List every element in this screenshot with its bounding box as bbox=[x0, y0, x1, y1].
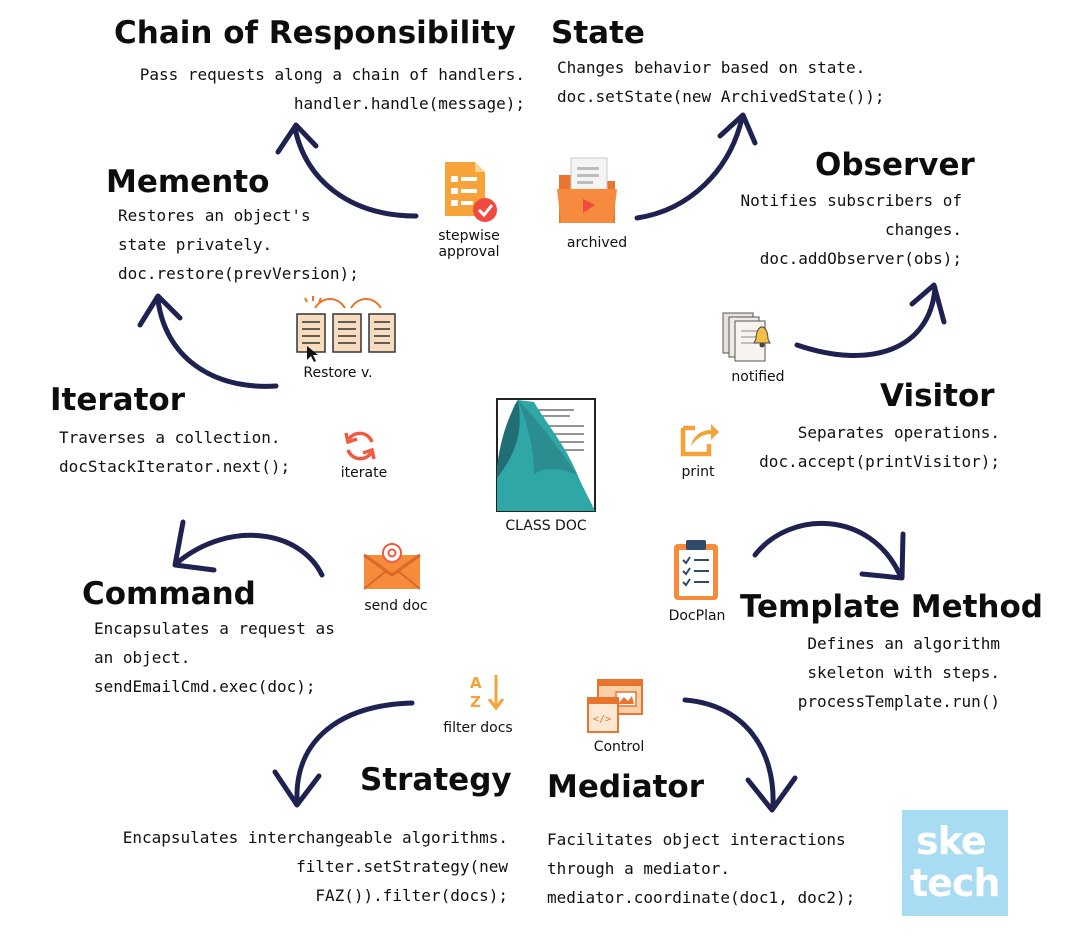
sketech-logo: ske tech bbox=[902, 810, 1008, 916]
template-line-2: skeleton with steps. bbox=[807, 663, 1000, 682]
archive-folder-icon bbox=[557, 157, 617, 223]
svg-text:</>: </> bbox=[593, 714, 611, 725]
state-line-2: doc.setState(new ArchivedState()); bbox=[557, 87, 885, 106]
state-desc: Changes behavior based on state. doc.set… bbox=[557, 53, 885, 111]
observer-line-3: doc.addObserver(obs); bbox=[759, 249, 962, 268]
template-line-3: processTemplate.run() bbox=[797, 692, 1000, 711]
strategy-line-1: Encapsulates interchangeable algorithms. bbox=[122, 828, 508, 847]
command-line-1: Encapsulates a request as bbox=[94, 619, 335, 638]
arrow-to-strategy-head bbox=[272, 769, 322, 808]
class-doc-icon bbox=[496, 398, 596, 512]
arrow-to-command-head bbox=[172, 519, 217, 573]
restore-label: Restore v. bbox=[303, 365, 373, 381]
visitor-line-2: doc.accept(printVisitor); bbox=[759, 452, 1000, 471]
memento-line-1: Restores an object's bbox=[118, 206, 311, 225]
archived-label: archived bbox=[566, 235, 628, 251]
arrow-to-command bbox=[175, 532, 325, 578]
iterator-line-2: docStackIterator.next(); bbox=[59, 457, 291, 476]
arrow-to-chain-head bbox=[275, 122, 319, 155]
chain-desc: Pass requests along a chain of handlers.… bbox=[140, 60, 525, 118]
visitor-title: Visitor bbox=[880, 378, 995, 414]
notified-label: notified bbox=[731, 369, 785, 385]
notification-documents-icon bbox=[722, 312, 771, 362]
template-title: Template Method bbox=[740, 589, 1043, 625]
class-doc-label: CLASS DOC bbox=[505, 518, 587, 534]
observer-line-2: changes. bbox=[884, 220, 962, 239]
arrow-to-memento bbox=[155, 297, 279, 389]
observer-title: Observer bbox=[815, 147, 975, 183]
print-label: print bbox=[681, 464, 715, 480]
template-line-1: Defines an algorithm bbox=[807, 634, 1000, 653]
strategy-line-3: FAZ()).filter(docs); bbox=[315, 886, 508, 905]
arrow-to-mediator bbox=[682, 697, 776, 808]
restore-versions-icon bbox=[296, 296, 396, 362]
state-title: State bbox=[551, 15, 645, 51]
print-share-icon bbox=[680, 424, 719, 457]
arrow-to-template bbox=[752, 520, 903, 578]
memento-line-2: state privately. bbox=[118, 235, 273, 254]
logo-line-2: tech bbox=[910, 861, 1001, 905]
mediator-line-3: mediator.coordinate(doc1, doc2); bbox=[547, 888, 856, 907]
template-desc: Defines an algorithm skeleton with steps… bbox=[798, 629, 1000, 716]
mediator-line-2: through a mediator. bbox=[547, 859, 731, 878]
visitor-line-1: Separates operations. bbox=[797, 423, 1000, 442]
iterator-title: Iterator bbox=[50, 382, 185, 418]
control-label: Control bbox=[593, 739, 645, 755]
command-line-2: an object. bbox=[94, 648, 191, 667]
logo-line-1: ske bbox=[916, 819, 987, 863]
filter-docs-label: filter docs bbox=[443, 720, 513, 736]
email-envelope-icon bbox=[363, 543, 421, 590]
iterate-label: iterate bbox=[340, 465, 388, 481]
mediator-desc: Facilitates object interactions through … bbox=[547, 825, 855, 912]
chain-line-2: handler.handle(message); bbox=[293, 94, 525, 113]
arrow-to-mediator-head bbox=[745, 775, 798, 813]
command-title: Command bbox=[82, 576, 256, 612]
strategy-line-2: filter.setStrategy(new bbox=[296, 857, 508, 876]
stepwise-label-line-1: stepwise bbox=[438, 228, 500, 244]
arrow-to-chain bbox=[292, 125, 419, 219]
svg-text:A: A bbox=[470, 674, 482, 692]
stepwise-label-line-2: approval bbox=[438, 244, 500, 260]
arrow-to-template-head bbox=[859, 531, 906, 581]
memento-title: Memento bbox=[106, 164, 270, 200]
command-desc: Encapsulates a request as an object. sen… bbox=[94, 614, 335, 701]
iterator-desc: Traverses a collection. docStackIterator… bbox=[59, 423, 290, 481]
observer-line-1: Notifies subscribers of bbox=[740, 191, 962, 210]
visitor-desc: Separates operations. doc.accept(printVi… bbox=[759, 418, 1000, 476]
docplan-clipboard-icon bbox=[674, 540, 718, 600]
docplan-label: DocPlan bbox=[668, 608, 726, 624]
iterate-refresh-icon bbox=[344, 431, 376, 461]
sort-az-icon: A Z bbox=[470, 674, 505, 711]
svg-text:Z: Z bbox=[470, 693, 481, 711]
state-line-1: Changes behavior based on state. bbox=[557, 58, 866, 77]
command-line-3: sendEmailCmd.exec(doc); bbox=[94, 677, 316, 696]
strategy-desc: Encapsulates interchangeable algorithms.… bbox=[123, 823, 508, 910]
memento-line-3: doc.restore(prevVersion); bbox=[118, 264, 359, 283]
arrow-to-observer bbox=[794, 285, 938, 358]
send-doc-label: send doc bbox=[364, 598, 428, 614]
memento-desc: Restores an object's state privately. do… bbox=[118, 201, 359, 288]
arrow-to-state-head bbox=[717, 112, 758, 146]
mediator-title: Mediator bbox=[547, 769, 705, 805]
approval-checklist-icon bbox=[445, 162, 497, 222]
chain-line-1: Pass requests along a chain of handlers. bbox=[139, 65, 525, 84]
strategy-title: Strategy bbox=[360, 762, 512, 798]
arrow-to-observer-head bbox=[909, 282, 947, 325]
control-windows-icon: </> bbox=[587, 679, 643, 733]
chain-title: Chain of Responsibility bbox=[114, 15, 516, 51]
stepwise-approval-label: stepwise approval bbox=[425, 228, 513, 260]
observer-desc: Notifies subscribers of changes. doc.add… bbox=[740, 186, 962, 273]
iterator-line-1: Traverses a collection. bbox=[59, 428, 281, 447]
arrow-to-memento-head bbox=[137, 293, 183, 328]
arrow-to-state bbox=[634, 115, 745, 221]
arrow-to-strategy bbox=[294, 700, 415, 803]
mediator-line-1: Facilitates object interactions bbox=[547, 830, 846, 849]
